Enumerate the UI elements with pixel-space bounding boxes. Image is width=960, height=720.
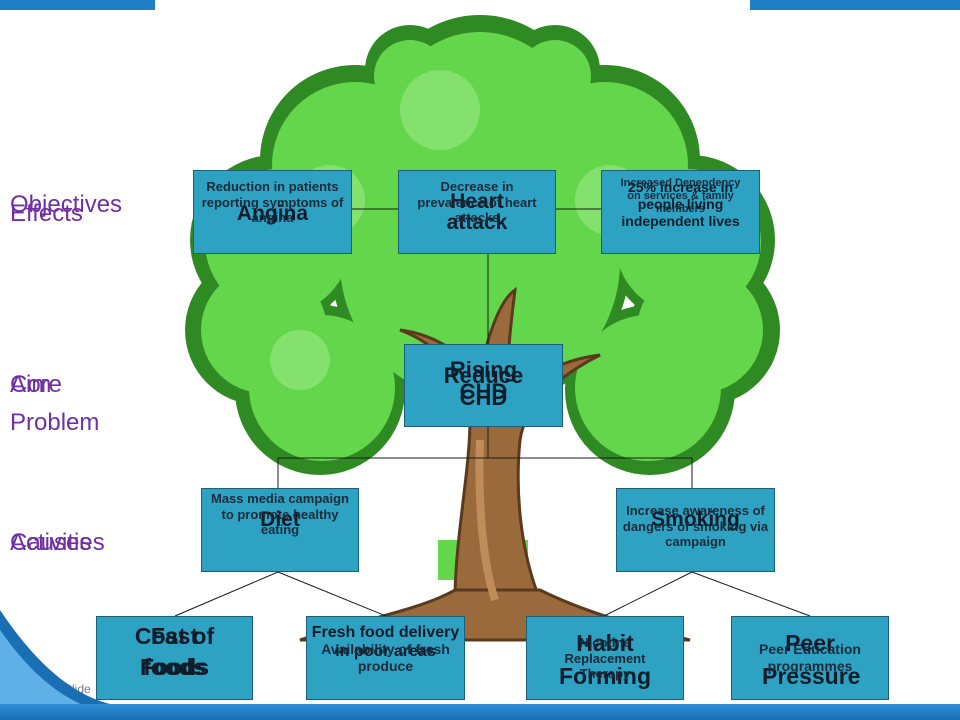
label-causes: Causes (10, 529, 92, 556)
label-problem: Problem (10, 409, 100, 436)
core-aim-label: Reduce CHD (443, 363, 524, 410)
label-objectives: Objectives (10, 191, 123, 218)
objective-text-heart-attack: Decrease in prevalence of heart attacks (417, 179, 537, 226)
top-bar-left (0, 0, 155, 10)
subcause-box-fresh: Fresh food delivery in poor areas Availa… (306, 616, 465, 700)
cause-label-smoking: Smoking (651, 508, 740, 531)
effect-label-heart-attack: Heart attack (446, 190, 508, 234)
cause-box-smoking: Smoking Increase awareness of dangers of… (616, 488, 775, 572)
effect-box-heart-attack: Heart attack Decrease in prevalence of h… (398, 170, 556, 254)
cause-box-diet: Diet Mass media campaign to promote heal… (201, 488, 359, 572)
subcause-alt-nrt: Nicotine Replacement Therapy (564, 635, 646, 682)
label-activities: Activities (10, 529, 105, 556)
subcause-label-fresh: Fresh food delivery in poor areas (311, 624, 460, 661)
subcause-alt-fast-foods: Fast Foods (140, 623, 209, 681)
subcause-box-peer: Peer Pressure Peer Education programmes (731, 616, 889, 700)
cause-label-diet: Diet (260, 508, 300, 531)
trunk-highlight (475, 439, 499, 602)
core-problem-box: Rising CHD Reduce CHD (404, 344, 563, 427)
activity-text-smoking: Increase awareness of dangers of smoking… (622, 503, 769, 550)
label-effects: Effects (10, 200, 83, 227)
core-problem-label: Rising CHD (449, 357, 518, 404)
subcause-alt-peer-education: Peer Education programmes (759, 641, 861, 674)
subcause-label-cost: Cost of foods (134, 623, 215, 681)
effect-label-independence: 25% increase in people living independen… (621, 179, 740, 229)
connector-lines (174, 208, 811, 617)
subcause-label-habit: Habit Forming (559, 630, 651, 690)
objective-text-dependency: Increased Dependency on services & famil… (620, 177, 741, 216)
subcause-label-peer: Peer Pressure (762, 630, 861, 690)
activity-text-diet: Mass media campaign to promote healthy e… (211, 491, 349, 538)
subcause-box-cost: Cost of foods Fast Foods (96, 616, 253, 700)
label-aim: Aim (10, 371, 52, 398)
bottom-band (0, 704, 960, 720)
corner-decoration (0, 610, 120, 720)
subcause-alt-availability: Availability of fresh produce (321, 641, 450, 674)
effect-box-independence: 25% increase in people living independen… (601, 170, 760, 254)
effect-box-angina: Angina Reduction in patients reporting s… (193, 170, 352, 254)
effect-label-angina: Angina (236, 202, 309, 225)
label-core: Core (10, 371, 63, 398)
objective-text-angina: Reduction in patients reporting symptoms… (201, 179, 344, 226)
top-bar-right (750, 0, 960, 10)
subcause-box-habit: Habit Forming Nicotine Replacement Thera… (526, 616, 684, 700)
